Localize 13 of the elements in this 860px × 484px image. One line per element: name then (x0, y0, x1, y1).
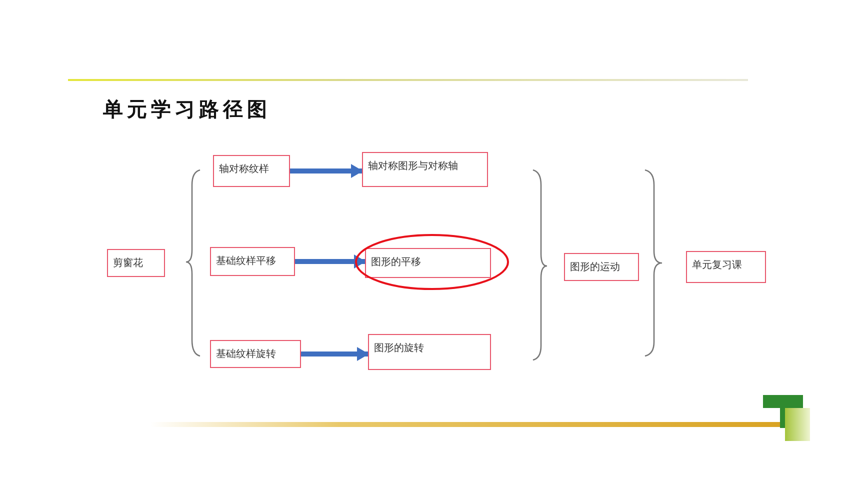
arrow (295, 254, 366, 268)
diagram-title: 单元学习路径图 (103, 96, 271, 123)
process-box: 图形的平移 (365, 248, 491, 278)
process-box: 轴对称纹样 (213, 155, 290, 187)
process-box: 剪窗花 (107, 249, 165, 277)
process-box: 基础纹样旋转 (210, 340, 301, 368)
process-box: 基础纹样平移 (210, 247, 295, 276)
process-box: 轴对称图形与对称轴 (362, 152, 488, 187)
arrow (301, 347, 369, 361)
process-box: 单元复习课 (686, 251, 766, 283)
arrow (290, 164, 363, 178)
process-box: 图形的旋转 (368, 334, 491, 370)
process-box: 图形的运动 (564, 253, 639, 281)
